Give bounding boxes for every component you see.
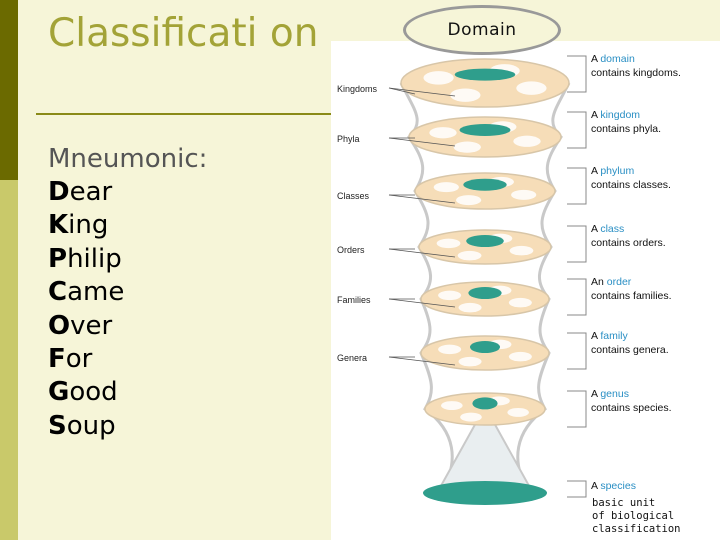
level-label: Phyla (337, 134, 360, 144)
definition-line1: A kingdom (591, 109, 640, 121)
left-accent-bar-dark (0, 0, 18, 180)
level-label: Orders (337, 245, 365, 255)
disk-cell (510, 246, 534, 256)
definition-line2: contains phyla. (591, 123, 661, 135)
definition-line1: A genus (591, 388, 629, 400)
species-caption-line: basic unit (592, 497, 655, 509)
disk-cell (434, 182, 459, 192)
mnemonic-initial: D (48, 177, 70, 207)
disk-cell (438, 345, 461, 355)
definition-line1: A family (591, 330, 629, 342)
level-bracket (567, 112, 586, 148)
mnemonic-rest: ver (70, 311, 112, 341)
level-core (470, 341, 500, 353)
domain-label: Domain (448, 20, 517, 40)
species-label: A species (591, 480, 636, 492)
level-core (455, 69, 515, 81)
left-accent-bar-light (0, 180, 18, 540)
level-core (466, 235, 504, 247)
definition-line2: contains orders. (591, 237, 666, 249)
level-disk (401, 59, 569, 107)
definition-line2: contains families. (591, 290, 672, 302)
mnemonic-initial: K (48, 210, 68, 240)
level-core (463, 179, 506, 191)
mnemonic-initial: C (48, 277, 67, 307)
level-core (460, 124, 511, 136)
disk-cell (509, 298, 532, 308)
disk-cell (460, 413, 482, 422)
title-divider (36, 113, 336, 115)
disk-cell (441, 401, 463, 410)
mnemonic-initial: O (48, 311, 70, 341)
mnemonic-initial: P (48, 244, 67, 274)
mnemonic-initial: S (48, 411, 67, 441)
disk-cell (516, 81, 546, 94)
mnemonic-word: For (48, 343, 124, 376)
definition-line1: A phylum (591, 165, 634, 177)
disk-cell (423, 71, 453, 84)
level-bracket (567, 333, 586, 369)
mnemonic-rest: hilip (67, 244, 122, 274)
level-disk (415, 173, 555, 209)
definition-line2: contains genera. (591, 344, 669, 356)
slide-title: Classificati on (48, 8, 328, 60)
level-label: Families (337, 295, 371, 305)
disk-cell (458, 251, 482, 261)
level-label: Classes (337, 191, 370, 201)
mnemonic-rest: ame (67, 277, 124, 307)
species-disk (423, 481, 547, 505)
mnemonic-word: Soup (48, 410, 124, 443)
disk-cell (507, 408, 529, 417)
level-core (472, 397, 497, 409)
definition-line2: contains kingdoms. (591, 67, 681, 79)
level-core (468, 287, 501, 299)
mnemonic-word: Came (48, 276, 124, 309)
species-caption-line: classification (592, 523, 681, 535)
disk-cell (437, 239, 461, 249)
mnemonic-rest: or (66, 344, 93, 374)
classification-diagram: KingdomsPhylaClassesOrdersFamiliesGenera… (331, 41, 720, 540)
mnemonic-rest: ood (69, 377, 117, 407)
disk-cell (509, 352, 532, 362)
disk-cell (511, 190, 536, 200)
mnemonic-word: Philip (48, 243, 124, 276)
disk-cell (450, 88, 480, 101)
level-bracket (567, 279, 586, 315)
mnemonic-rest: ing (68, 210, 108, 240)
disk-cell (438, 291, 461, 301)
disk-cell (454, 142, 481, 153)
definition-line1: An order (591, 276, 632, 288)
mnemonic-rest: oup (67, 411, 116, 441)
mnemonic-label: Mneumonic: (48, 144, 207, 174)
level-label: Genera (337, 353, 367, 363)
level-bracket (567, 226, 586, 262)
mnemonic-initial: F (48, 344, 66, 374)
level-bracket (567, 168, 586, 204)
mnemonic-initial: G (48, 377, 69, 407)
level-bracket (567, 391, 586, 427)
definition-line1: A class (591, 223, 624, 235)
disk-cell (456, 195, 481, 205)
disk-cell (513, 136, 540, 147)
disk-cell (429, 127, 456, 138)
species-bracket (567, 481, 586, 497)
definition-line2: contains species. (591, 402, 672, 414)
disk-cell (459, 357, 482, 367)
species-caption-line: of biological (592, 510, 674, 522)
definition-line2: contains classes. (591, 179, 671, 191)
mnemonic-word: Over (48, 310, 124, 343)
definition-line1: A domain (591, 53, 635, 65)
mnemonic-word: King (48, 209, 124, 242)
level-label: Kingdoms (337, 84, 378, 94)
mnemonic-word: Good (48, 376, 124, 409)
disk-cell (459, 303, 482, 313)
level-bracket (567, 56, 586, 92)
domain-oval: Domain (403, 5, 561, 55)
mnemonic-rest: ear (70, 177, 113, 207)
mnemonic-word: Dear (48, 176, 124, 209)
level-disk (409, 117, 561, 157)
